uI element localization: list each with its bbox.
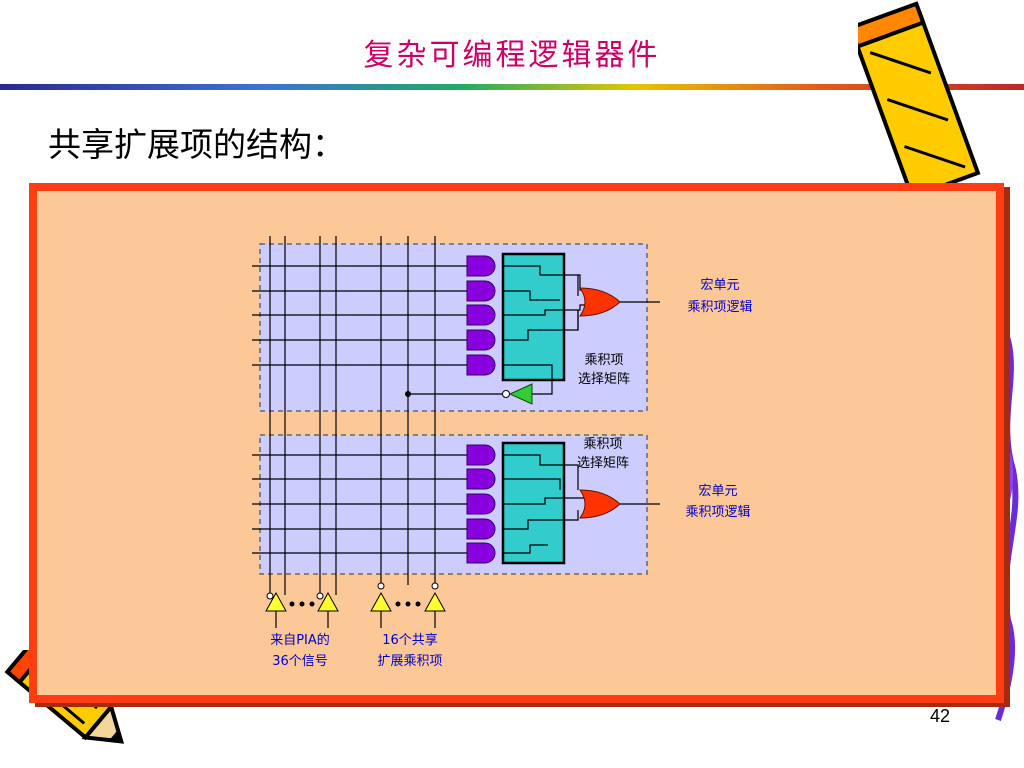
or-gate-icon xyxy=(579,287,621,317)
shared-expander-label-line1: 16个共享 xyxy=(382,632,438,648)
ellipsis-dots xyxy=(289,601,421,607)
macrocell-block-top xyxy=(259,243,648,412)
matrix-label-top-line1: 乘积项 xyxy=(584,353,623,368)
junction-dot xyxy=(405,391,411,397)
and-gate-icon xyxy=(466,444,496,564)
inverter-gate-icon xyxy=(508,383,533,405)
buffer-gate-icon xyxy=(265,591,446,612)
macrocell-label-top-line2: 乘积项逻辑 xyxy=(687,300,752,315)
pia-input-label-line2: 36个信号 xyxy=(272,654,328,669)
input-columns xyxy=(269,236,436,595)
or-gate-icon xyxy=(579,489,621,519)
matrix-label-top-line2: 选择矩阵 xyxy=(578,372,630,387)
page-number: 42 xyxy=(930,706,951,726)
product-term-select-matrix-top xyxy=(501,252,566,382)
slide-heading: 共享扩展项的结构： xyxy=(48,125,345,164)
and-gate-icon xyxy=(466,255,496,376)
macrocell-label-bottom-line2: 乘积项逻辑 xyxy=(685,505,750,520)
matrix-label-bottom-line1: 乘积项 xyxy=(583,437,622,452)
matrix-routing-bottom xyxy=(503,454,588,554)
macrocell-label-top-line1: 宏单元 xyxy=(700,278,739,293)
matrix-label-bottom-line2: 选择矩阵 xyxy=(577,456,629,471)
pia-input-label-line1: 来自PIA的 xyxy=(270,632,330,648)
slide-title: 复杂可编程逻辑器件 xyxy=(363,38,661,73)
title-divider xyxy=(0,84,1024,90)
shared-expander-label-line2: 扩展乘积项 xyxy=(377,654,442,669)
input-rows xyxy=(252,265,505,554)
matrix-routing-top xyxy=(503,265,595,395)
product-term-select-matrix-bottom xyxy=(501,441,566,565)
macrocell-label-bottom-line1: 宏单元 xyxy=(698,484,737,499)
